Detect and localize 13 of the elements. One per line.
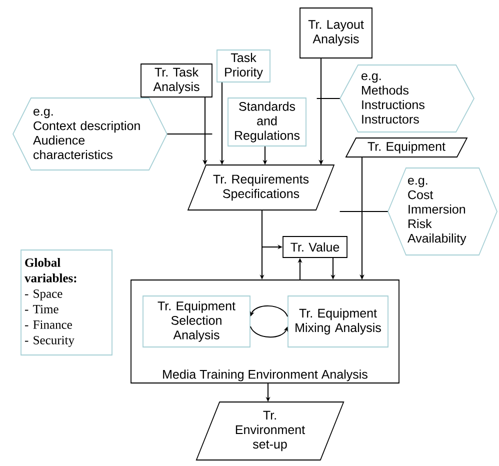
arrow <box>250 326 288 338</box>
parallelogram-box: Tr. Environment set-up <box>196 402 344 460</box>
example-hexagon: e.g. Context description Audience characteristics <box>12 98 168 170</box>
arrow <box>250 305 288 317</box>
process-box: Tr. Value <box>282 236 348 258</box>
example-hexagon: e.g. Cost Immersion Risk Availability <box>388 168 498 256</box>
process-box: Tr. Equipment Mixing Analysis <box>288 296 388 348</box>
process-box: Tr. Layout Analysis <box>300 8 372 58</box>
process-box: Tr. Task Analysis <box>140 64 212 98</box>
process-box: Task Priority <box>216 50 270 82</box>
process-box: Standards and Regulations <box>228 98 306 146</box>
process-box: Tr. Equipment Selection Analysis <box>142 296 250 348</box>
note-box: Global variables: - Space - Time - Finance - Security <box>20 250 112 356</box>
